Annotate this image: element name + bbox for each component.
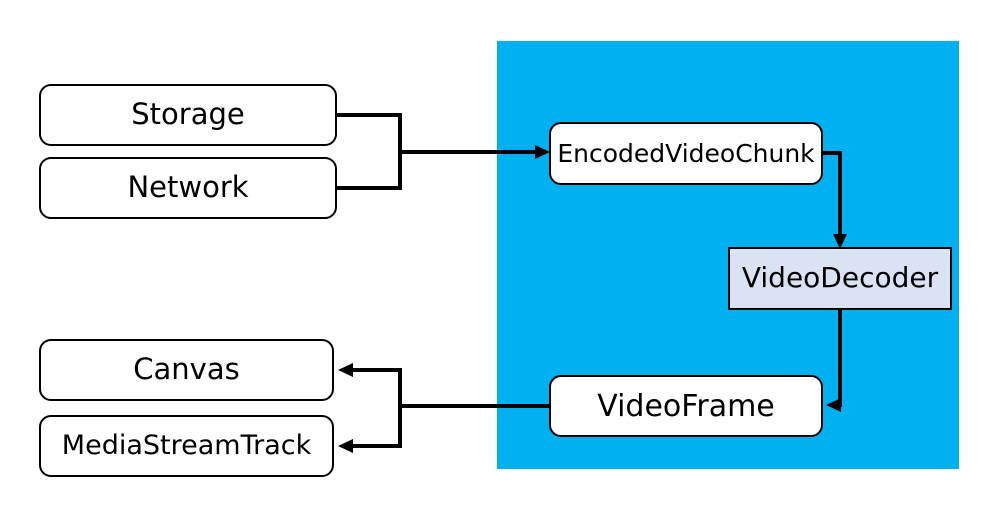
node-storage-label: Storage: [131, 97, 245, 132]
node-network: Network: [39, 157, 337, 219]
node-network-label: Network: [127, 170, 249, 205]
node-canvas-label: Canvas: [133, 352, 240, 387]
node-storage: Storage: [39, 84, 337, 146]
node-videoframe: VideoFrame: [549, 375, 823, 437]
node-mediastreamtrack-label: MediaStreamTrack: [61, 430, 312, 462]
node-videoframe-label: VideoFrame: [597, 388, 775, 424]
node-videodecoder: VideoDecoder: [728, 247, 952, 310]
connector-storage-network-bracket: [337, 113, 402, 190]
node-encodedvideochunk-label: EncodedVideoChunk: [557, 138, 815, 168]
arrowhead-into-canvas-icon: [338, 363, 353, 377]
node-mediastreamtrack: MediaStreamTrack: [39, 415, 334, 477]
node-canvas: Canvas: [39, 339, 334, 401]
node-encodedvideochunk: EncodedVideoChunk: [549, 122, 823, 185]
node-videodecoder-label: VideoDecoder: [741, 261, 939, 295]
arrowhead-into-mediastreamtrack-icon: [338, 439, 353, 453]
